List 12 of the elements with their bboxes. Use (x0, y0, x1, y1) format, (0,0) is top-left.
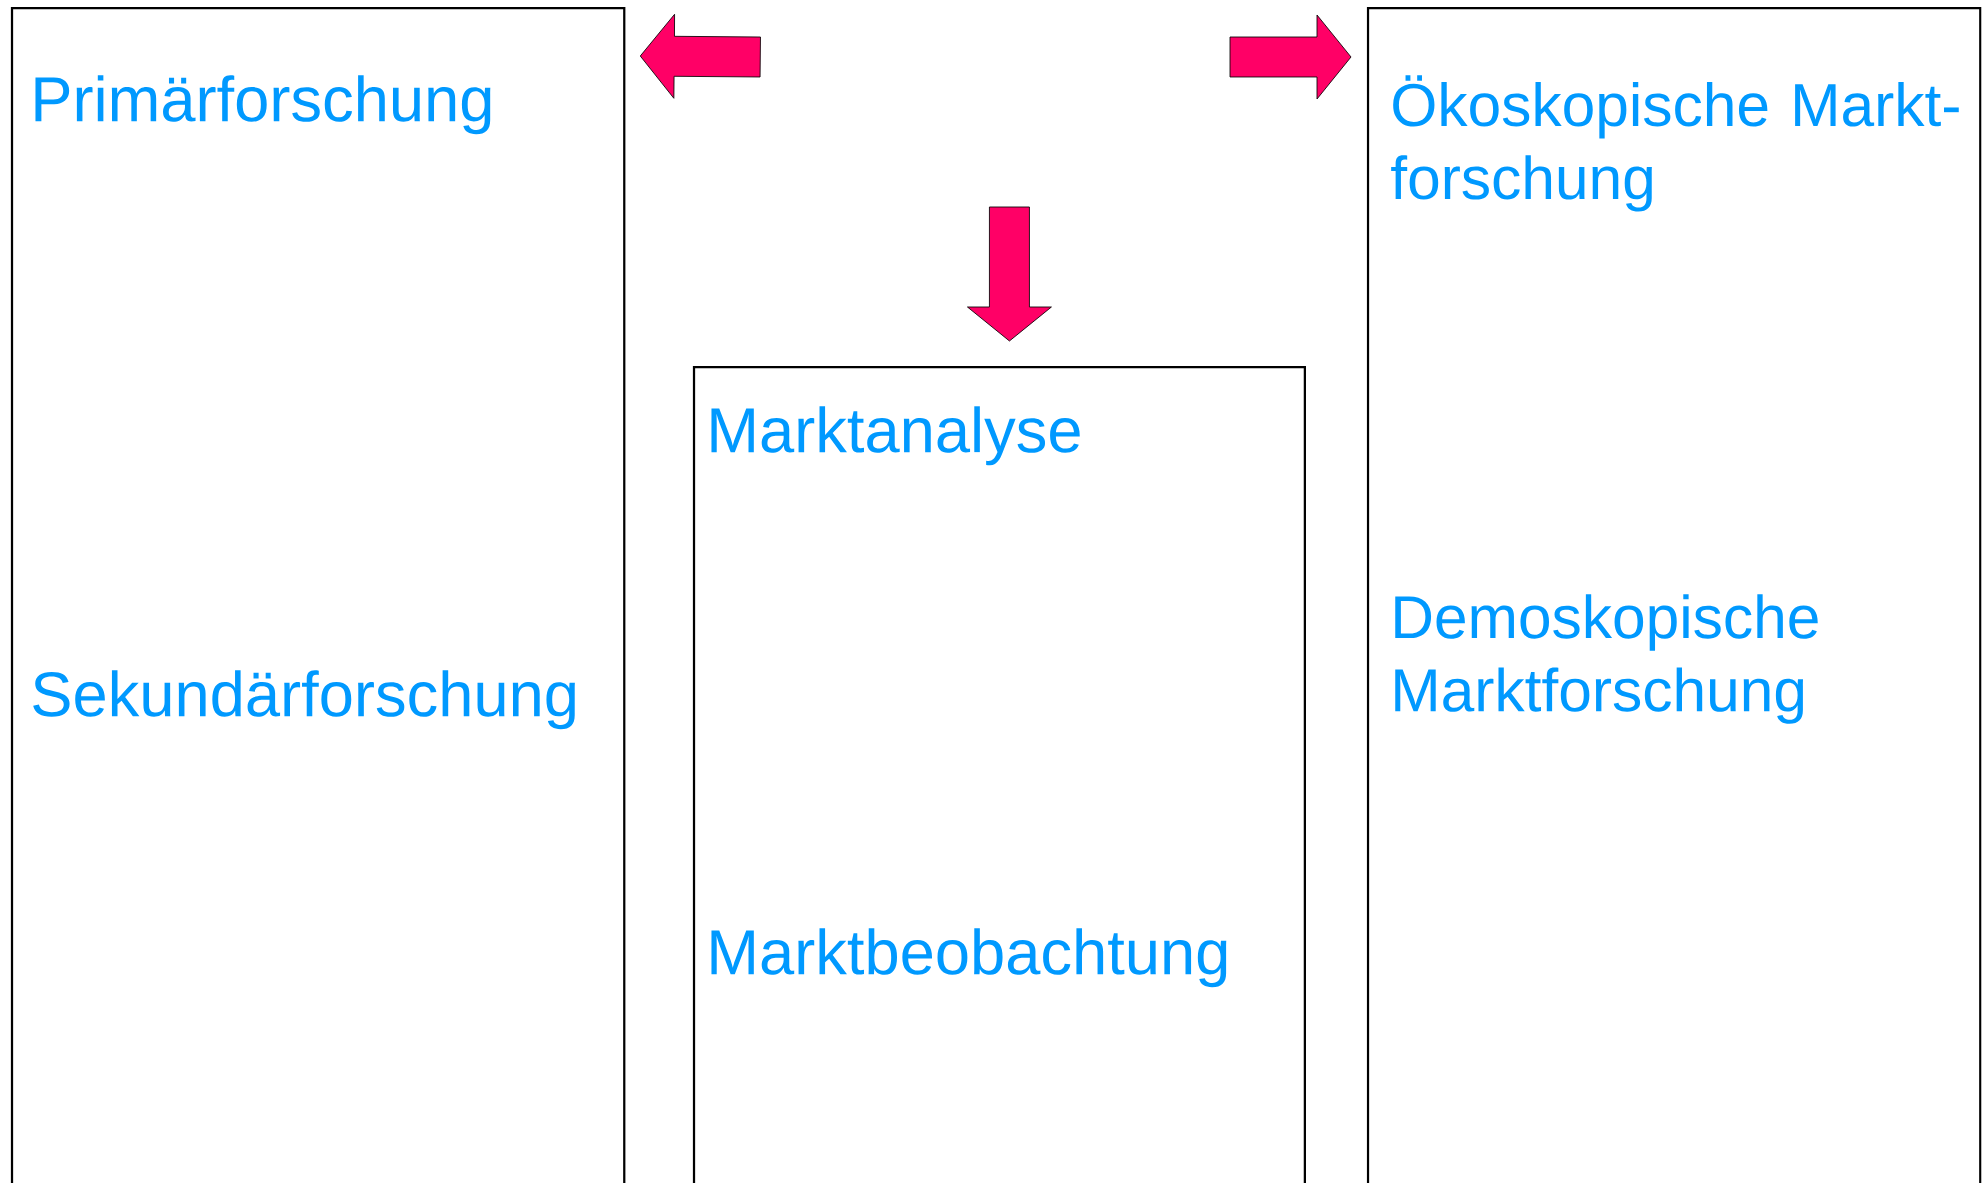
box-text: Demoskopische Marktforschung (1395, 594, 1818, 724)
block-arrow (639, 13, 761, 99)
box-text: Marktanalyse (711, 406, 1080, 466)
box-text: Marktbeobachtung (711, 928, 1227, 988)
column-box (1366, 6, 1982, 1183)
box-text: Primärforschung (35, 75, 491, 135)
box-text: Sekundärforschung (33, 670, 575, 730)
box-text: Ökoskopische Markt- forschung (1391, 75, 1959, 212)
block-arrow (1229, 14, 1352, 100)
column-box (10, 6, 626, 1183)
block-arrow (967, 206, 1052, 342)
column-box (692, 365, 1306, 1183)
